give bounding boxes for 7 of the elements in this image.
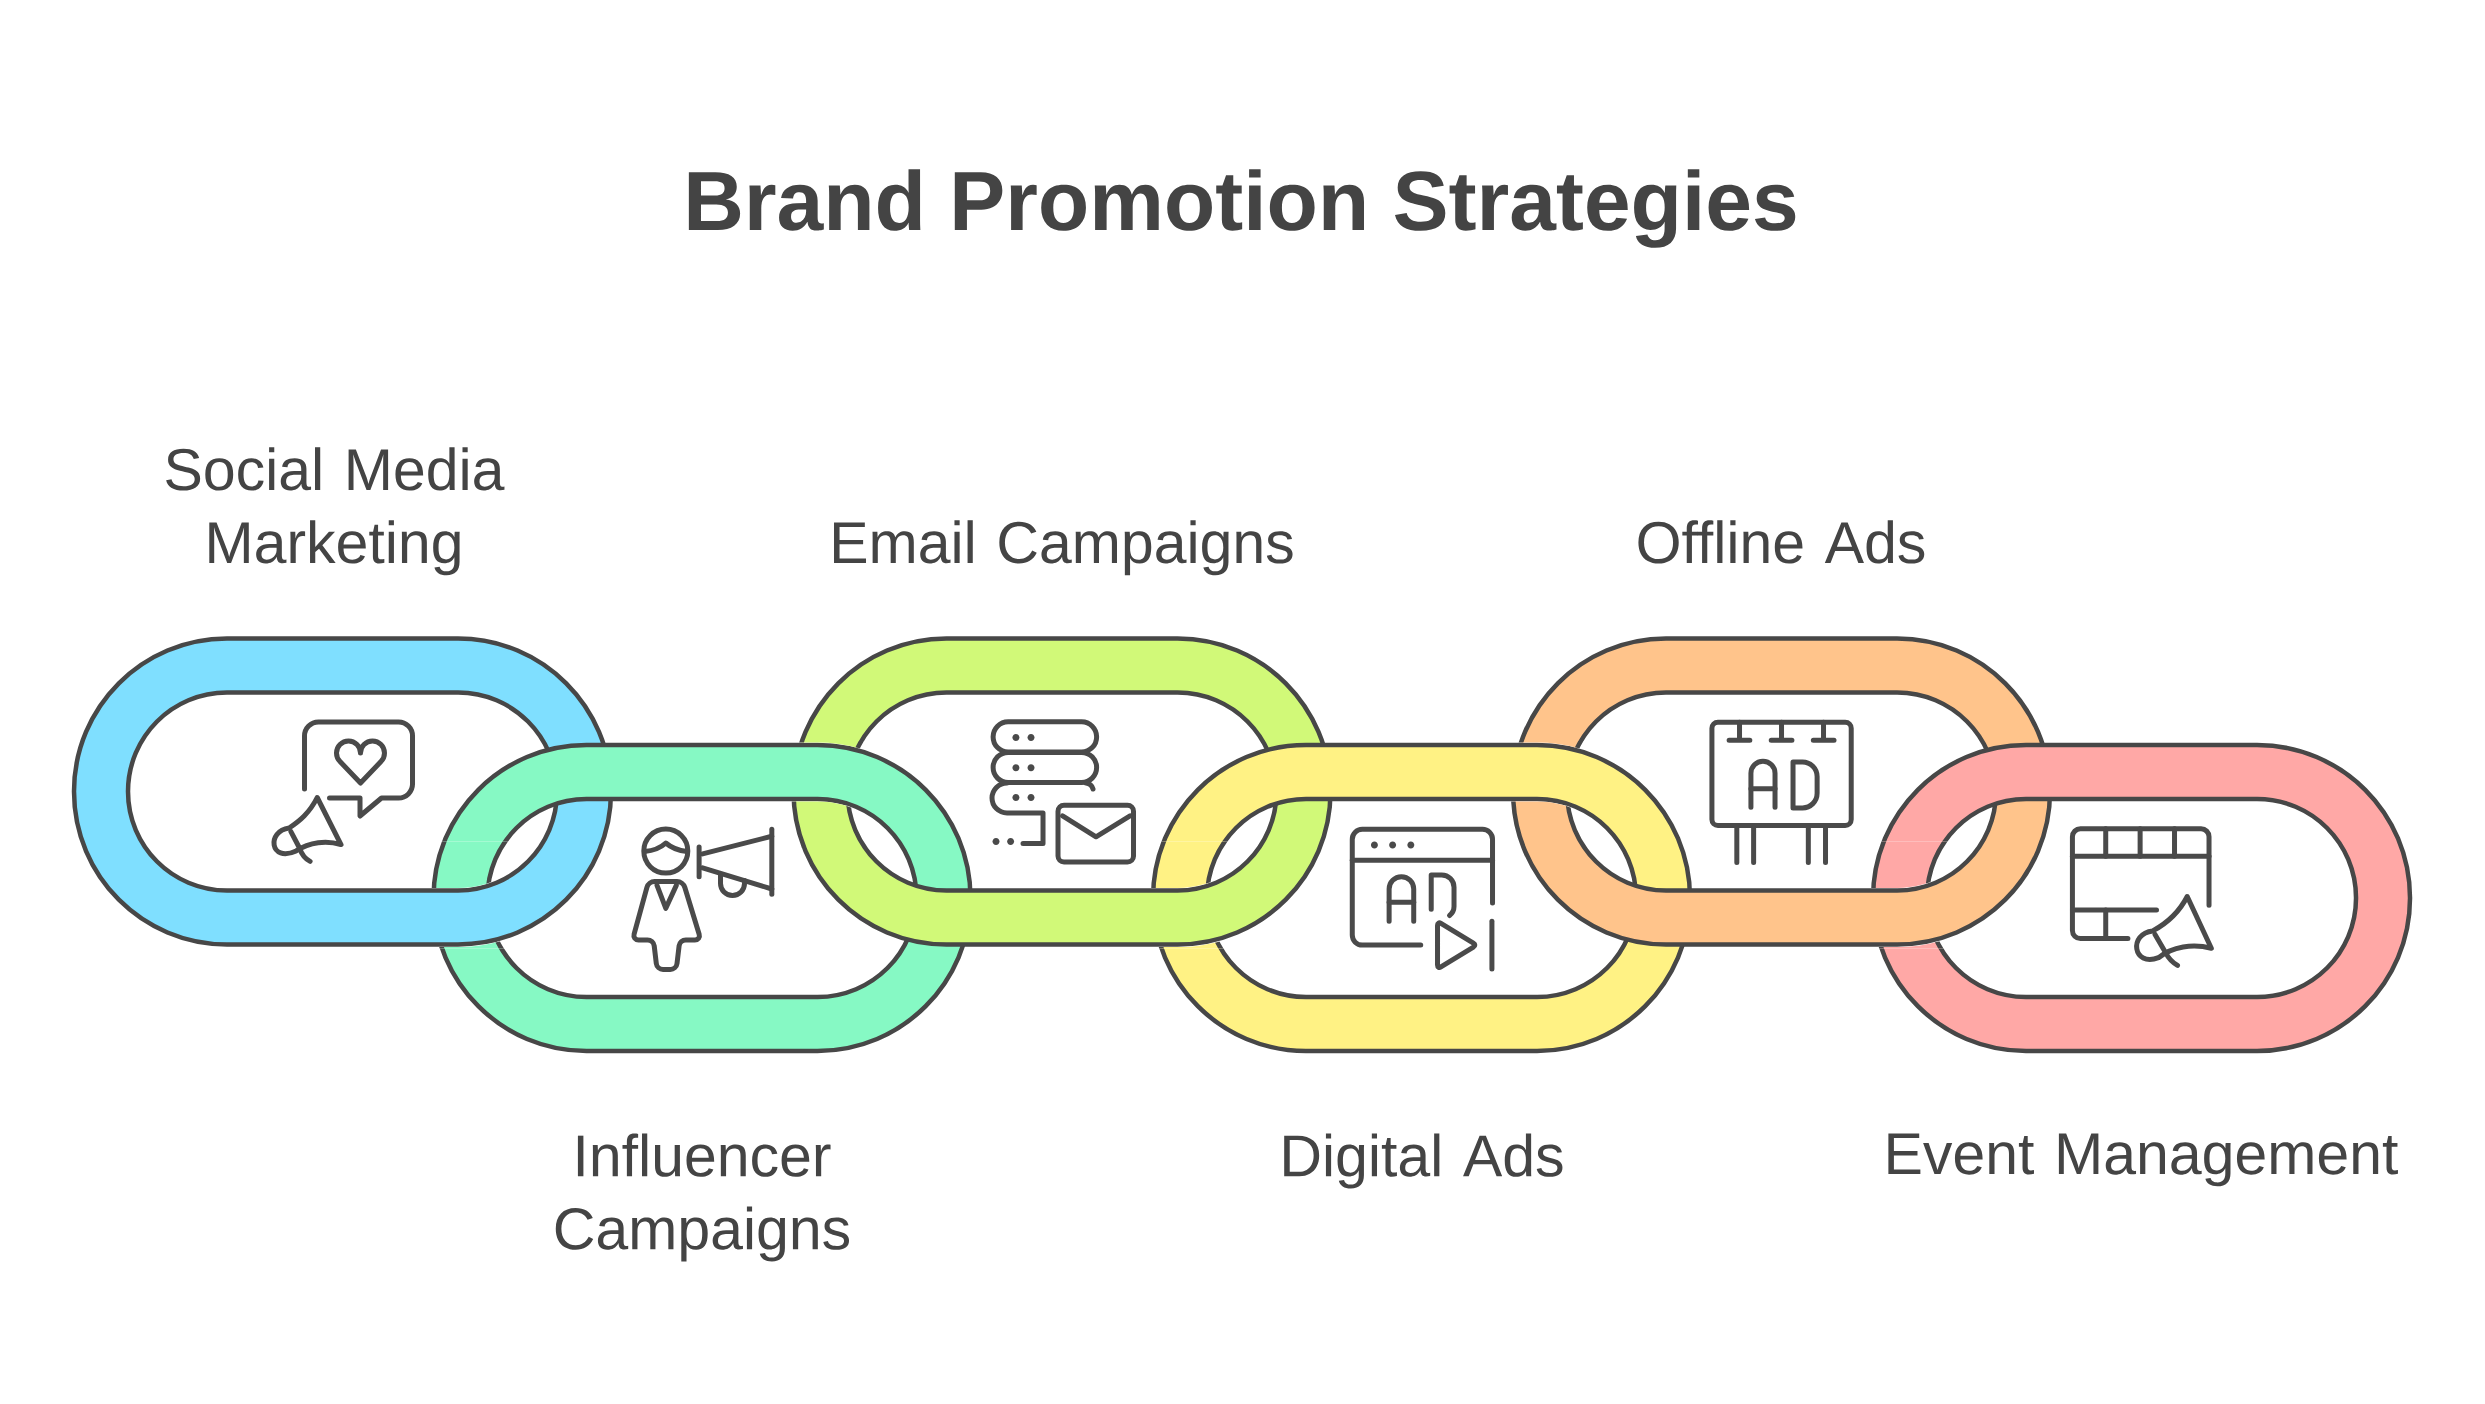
link-label: Social Media Marketing	[166, 447, 505, 576]
link-label: Digital Ads	[1284, 1133, 1563, 1189]
link-label: Event Management	[1888, 1133, 2398, 1187]
link-label: Offline Ads	[1638, 520, 1925, 564]
link-label: Email Campaigns	[834, 520, 1293, 576]
title: Brand Promotion Strategies	[688, 169, 1796, 248]
link-label: Influencer Campaigns	[555, 1133, 850, 1262]
